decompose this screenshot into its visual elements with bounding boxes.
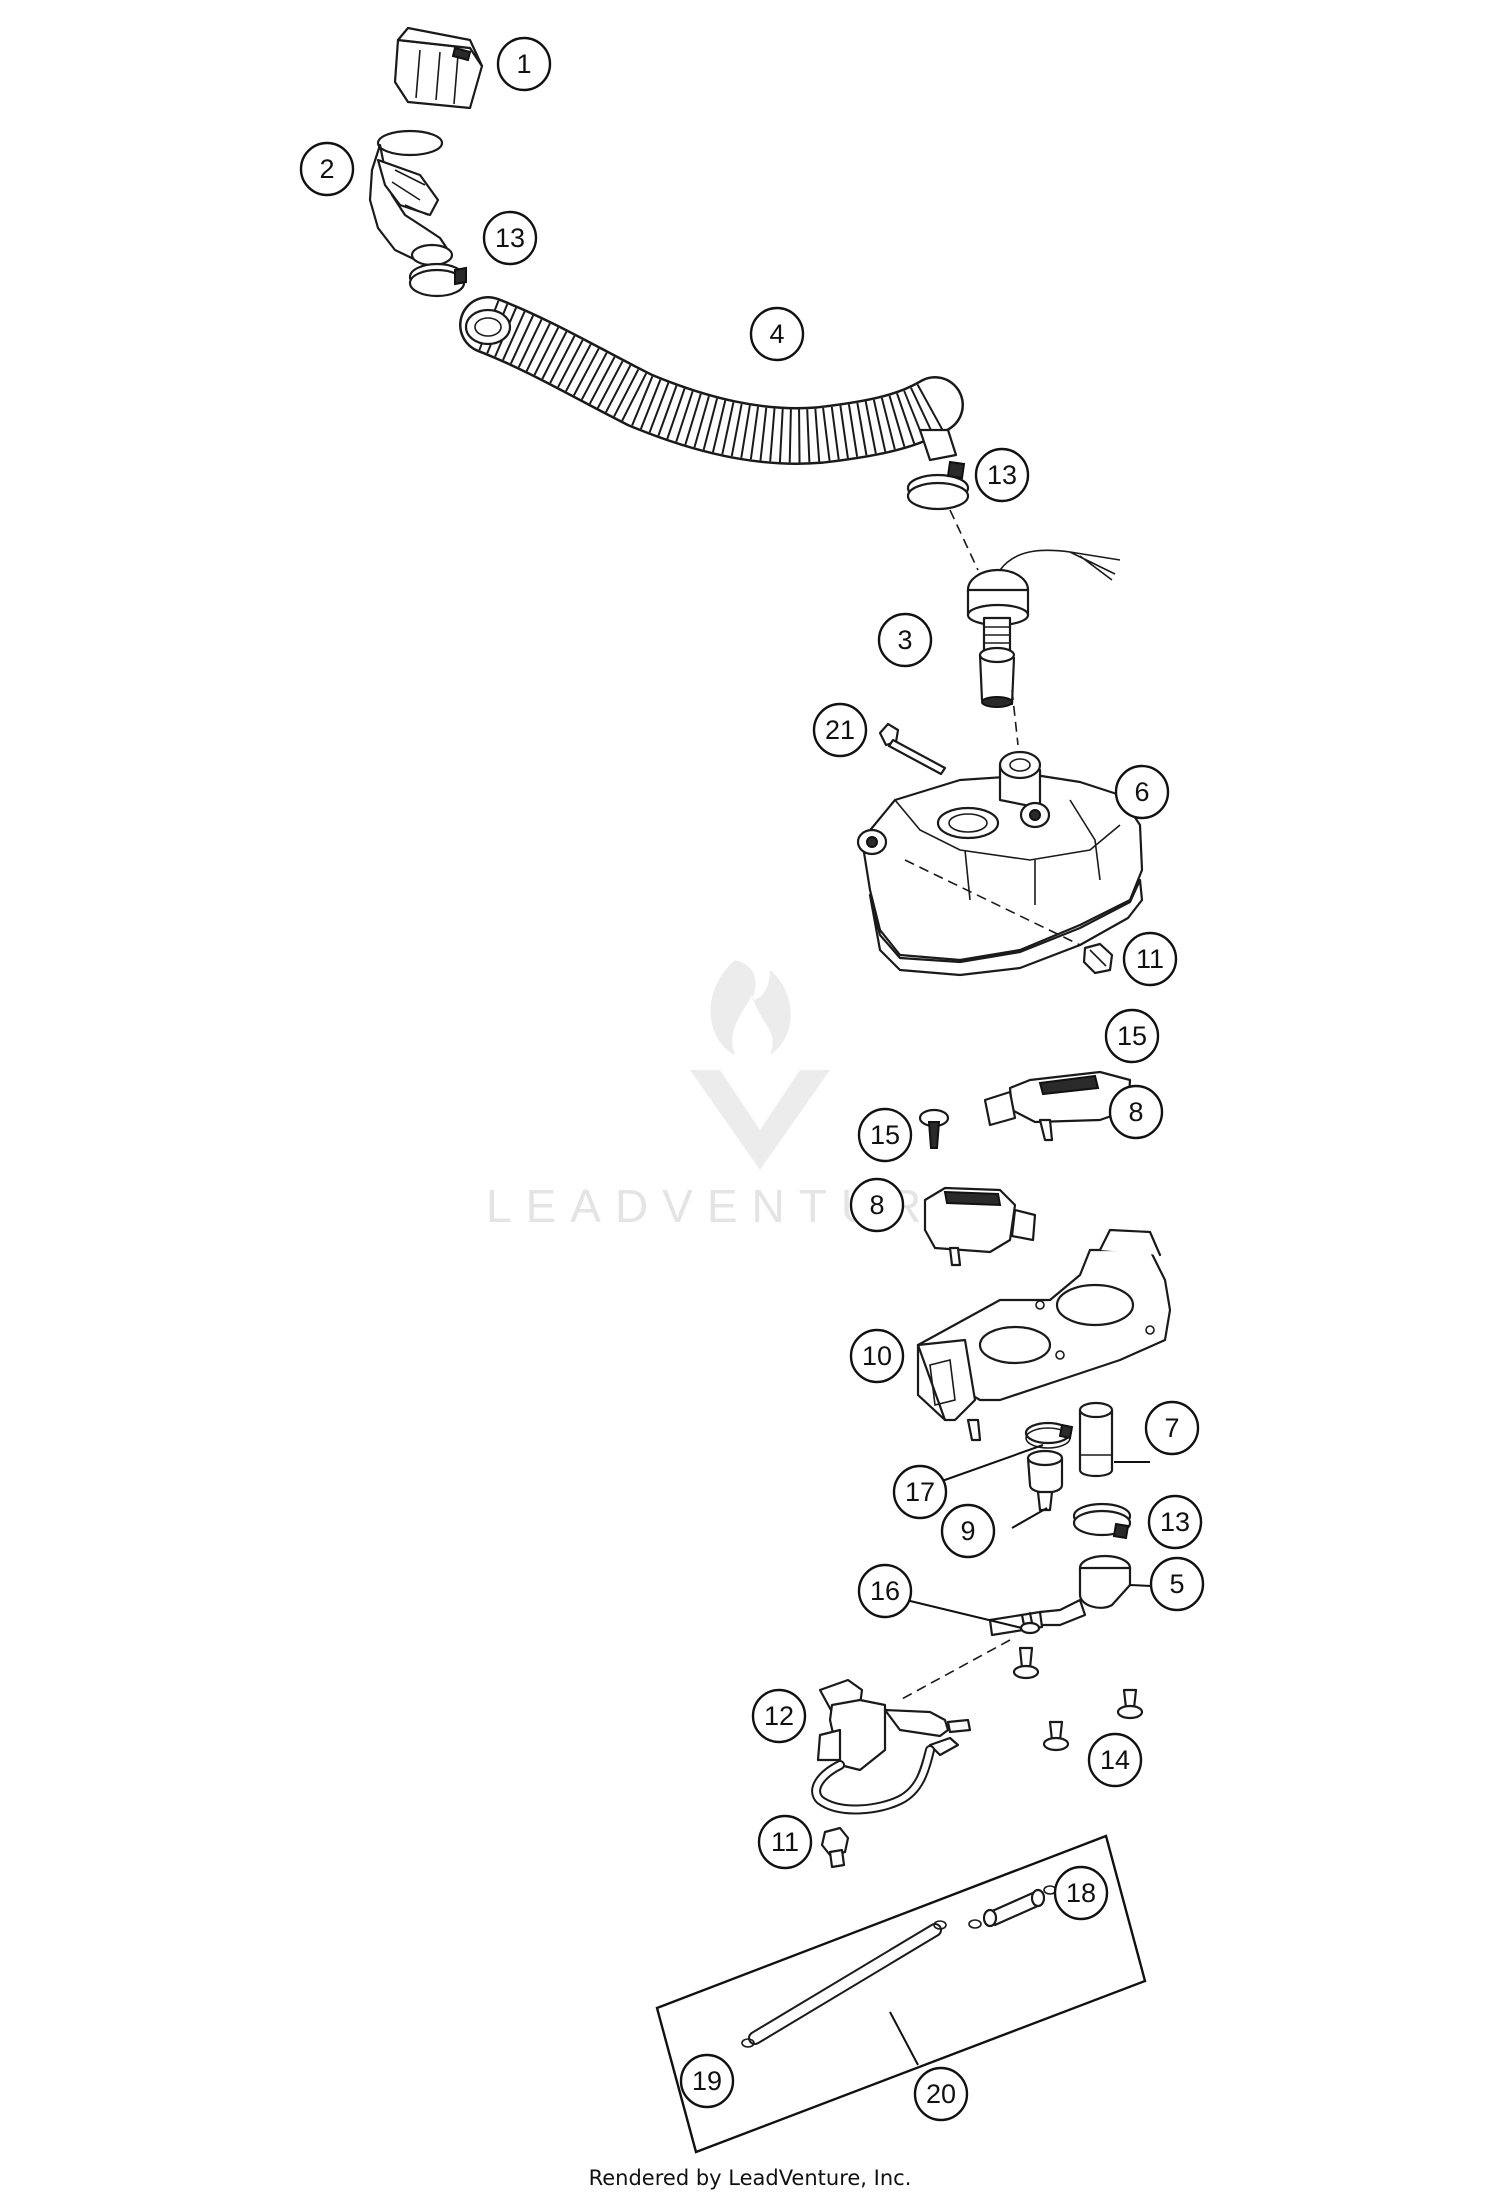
callout-15: 15 [1104, 1008, 1160, 1064]
part-6-fuel-tank [856, 750, 1144, 977]
callout-10-label: 10 [862, 1341, 892, 1371]
callout-6-label: 6 [1134, 777, 1149, 807]
leader-lines [889, 1444, 1153, 2066]
callout-11: 11 [1122, 931, 1178, 987]
part-9-valve [1026, 1449, 1064, 1512]
callout-17: 17 [892, 1464, 948, 1520]
callout-2-label: 2 [319, 154, 334, 184]
part-8-sensor-lower [923, 1186, 1037, 1267]
callout-2: 2 [299, 141, 355, 197]
watermark: LEADVENTURE [486, 960, 980, 1232]
callout-1: 1 [496, 36, 552, 92]
callout-21-label: 21 [825, 715, 855, 745]
callout-9: 9 [940, 1503, 996, 1559]
part-10-bracket [916, 1228, 1172, 1442]
part-1-cap [393, 26, 484, 110]
part-11-screw-top [1082, 942, 1114, 975]
callout-5: 5 [1149, 1556, 1205, 1612]
callout-7-label: 7 [1164, 1413, 1179, 1443]
part-17-small-clamp [1024, 1421, 1074, 1449]
callout-1-label: 1 [516, 49, 531, 79]
assembly-line [904, 859, 1081, 946]
callout-13-label: 13 [495, 223, 525, 253]
part-5-elbow [1038, 1554, 1132, 1627]
callout-9-label: 9 [960, 1516, 975, 1546]
callout-4-label: 4 [769, 319, 784, 349]
part-7-filter [1078, 1401, 1114, 1478]
footer-credit: Rendered by LeadVenture, Inc. [588, 2166, 912, 2190]
callout-20: 20 [913, 2066, 969, 2122]
callout-15-label: 15 [870, 1120, 900, 1150]
part-8-sensor-upper [983, 1070, 1132, 1142]
callout-16-label: 16 [870, 1576, 900, 1606]
assembly-line [1011, 689, 1019, 746]
callout-3-label: 3 [897, 625, 912, 655]
callout-7: 7 [1144, 1400, 1200, 1456]
assembly-line [899, 1639, 1011, 1701]
callout-13: 13 [1147, 1494, 1203, 1550]
v-logo-icon [690, 1070, 830, 1170]
callout-12: 12 [751, 1688, 807, 1744]
callout-6: 6 [1114, 764, 1170, 820]
callout-13-label: 13 [987, 460, 1017, 490]
callout-20-label: 20 [926, 2079, 956, 2109]
callout-8: 8 [1108, 1084, 1164, 1140]
callout-3: 3 [877, 612, 933, 668]
watermark-text: LEADVENTURE [486, 1180, 980, 1232]
callout-14: 14 [1087, 1732, 1143, 1788]
callout-8-label: 8 [869, 1190, 884, 1220]
callout-17-label: 17 [905, 1477, 935, 1507]
callout-21: 21 [812, 702, 868, 758]
part-15-screw-lower [918, 1108, 950, 1149]
part-14-screws [1012, 1646, 1144, 1752]
callout-11: 11 [757, 1814, 813, 1870]
callout-4: 4 [749, 306, 805, 362]
part-13-hose-clamp-lower [1072, 1502, 1132, 1540]
callout-15: 15 [857, 1107, 913, 1163]
callout-18: 18 [1053, 1865, 1109, 1921]
part-21-bolt [878, 722, 947, 776]
callout-18-label: 18 [1066, 1878, 1096, 1908]
callout-13: 13 [482, 210, 538, 266]
part-12-canister [811, 1678, 972, 1815]
callout-5-label: 5 [1169, 1569, 1184, 1599]
callout-12-label: 12 [764, 1701, 794, 1731]
part-16-pipe [988, 1610, 1044, 1637]
part-20-hose-kit [655, 1834, 1147, 2154]
part-13-hose-clamp-top [408, 262, 467, 298]
callout-8: 8 [849, 1177, 905, 1233]
callout-19: 19 [679, 2053, 735, 2109]
flame-logo-icon [710, 960, 791, 1055]
callout-19-label: 19 [692, 2066, 722, 2096]
callout-13-label: 13 [1160, 1507, 1190, 1537]
part-4-corrugated-hose [459, 296, 964, 465]
callout-11-label: 11 [1136, 944, 1164, 974]
part-11-screw-bottom [820, 1826, 850, 1869]
callout-16: 16 [857, 1563, 913, 1619]
callout-14-label: 14 [1100, 1745, 1130, 1775]
part-2-filler-neck [368, 129, 454, 267]
callout-8-label: 8 [1128, 1097, 1143, 1127]
callout-10: 10 [849, 1328, 905, 1384]
callout-11-label: 11 [771, 1827, 799, 1857]
assembly-line [949, 509, 979, 571]
callout-13: 13 [974, 447, 1030, 503]
part-3-level-sensor [966, 549, 1121, 708]
callout-15-label: 15 [1117, 1021, 1147, 1051]
part-13-hose-clamp-middle [906, 460, 970, 511]
